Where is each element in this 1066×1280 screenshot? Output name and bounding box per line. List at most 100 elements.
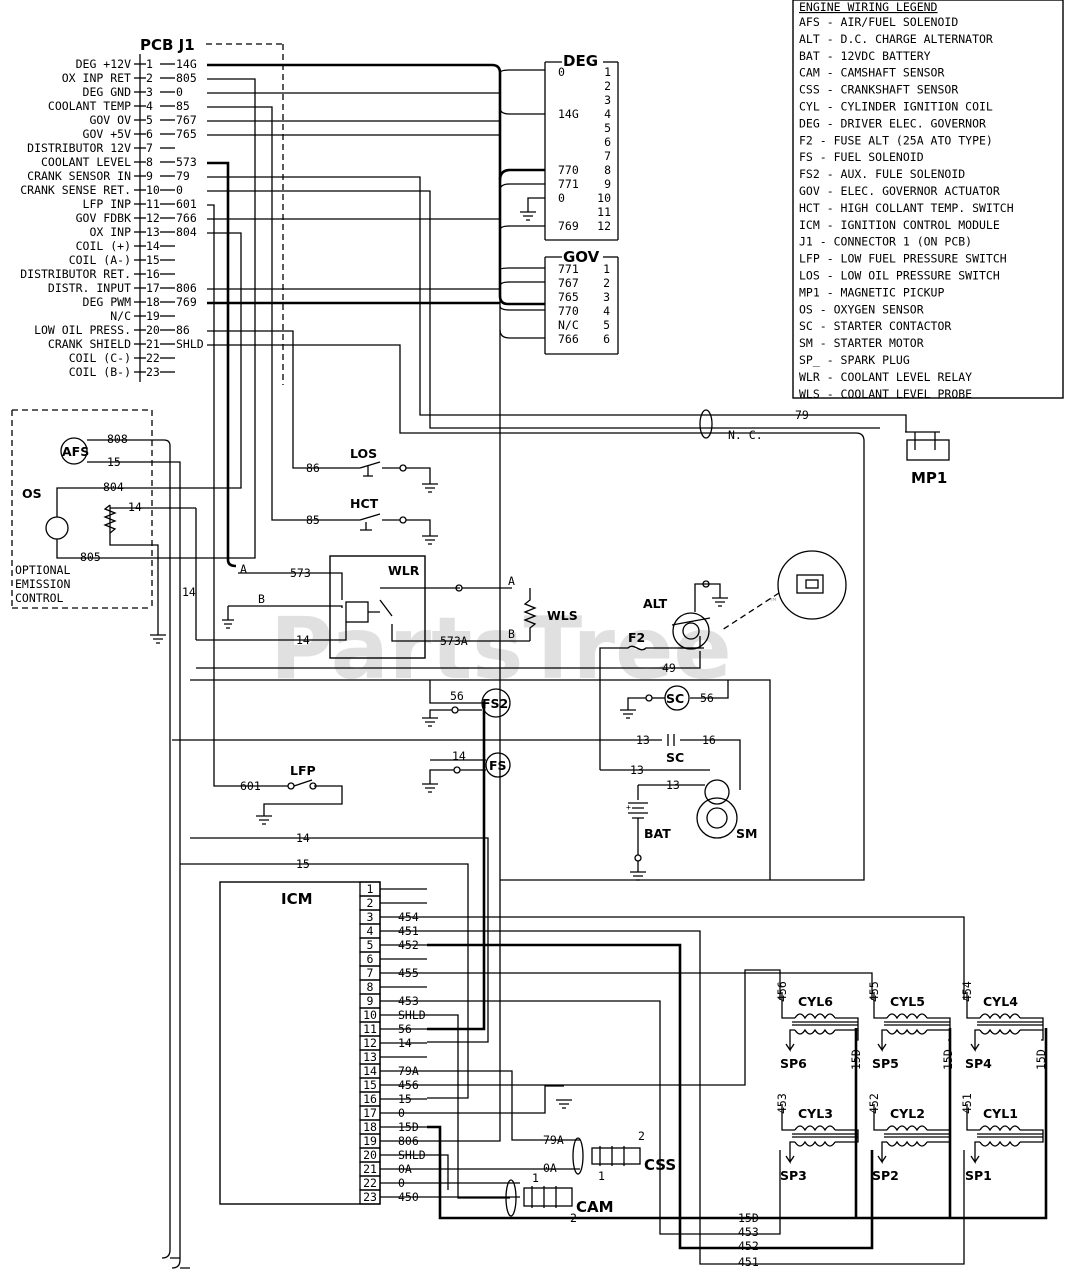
svg-text:+: + (626, 803, 631, 812)
pcb-pin-name: DISTRIBUTOR 12V (27, 141, 131, 155)
coil-input-wire: 456 (775, 981, 789, 1002)
feed-wires: 14 1 5 (180, 831, 489, 1099)
pcb-pin-name: OX INP (89, 225, 131, 239)
pcb-pin-wire: SHLD (176, 337, 204, 351)
pcb-pin-number: 19 (146, 309, 160, 323)
legend-item: LOS - LOW OIL PRESSURE SWITCH (799, 269, 1000, 283)
pcb-pin-number: 9 (146, 169, 153, 183)
legend-item: FS - FUEL SOLENOID (799, 150, 924, 164)
sc-label: SC (666, 691, 684, 706)
pcb-pin-name: COIL (+) (76, 239, 131, 253)
icm-pin-wire: 14 (398, 1036, 412, 1050)
wire-573-label: 573 (290, 566, 311, 580)
icm-pin-number: 12 (363, 1036, 377, 1050)
legend-item: ALT - D.C. CHARGE ALTERNATOR (799, 32, 993, 46)
css-pin2-label: 2 (638, 1129, 645, 1143)
icm-pin-wire: 456 (398, 1078, 419, 1092)
fs2-label: FS2 (482, 696, 508, 711)
deg-pin-number: 8 (604, 163, 611, 177)
gov-pin-number: 2 (603, 276, 610, 290)
wire-49-label: 49 (662, 661, 676, 675)
pcb-pin-name: COIL (B-) (69, 365, 131, 379)
coil-name: CYL2 (890, 1106, 925, 1121)
icm-pin-number: 17 (363, 1106, 377, 1120)
wire-13b-label: 13 (630, 763, 644, 777)
alternator: ALT F2 49 (196, 550, 847, 770)
deg-pin-number: 6 (604, 135, 611, 149)
coil-name: CYL5 (890, 994, 925, 1009)
pcb-pin-number: 10 (146, 183, 160, 197)
pcb-pin-wire: 85 (176, 99, 190, 113)
pcb-pin-number: 6 (146, 127, 153, 141)
wire-0a-label: 0A (543, 1161, 557, 1175)
deg-pin-wire: 14G (558, 107, 579, 121)
deg-pin-wire: 771 (558, 177, 579, 191)
cam-sensor-icon (523, 1187, 573, 1207)
deg-pin-number: 1 (604, 65, 611, 79)
coil-output-wire: 15D (1034, 1049, 1048, 1070)
coil-output-wire: 15D (849, 1049, 863, 1070)
icm-pin-number: 22 (363, 1176, 377, 1190)
icm-pin-wire: 452 (398, 938, 419, 952)
pcb-pin-number: 18 (146, 295, 160, 309)
os-label: OS (22, 486, 42, 501)
deg-pin-number: 12 (597, 219, 611, 233)
pcb-pin-name: LOW OIL PRESS. (34, 323, 131, 337)
deg-pin-wire: 770 (558, 163, 579, 177)
icm-pin-number: 5 (367, 938, 374, 952)
pcb-deg-bus (207, 63, 545, 339)
spark-plug-label: SP6 (780, 1056, 807, 1071)
icm-pin-wire: 15 (398, 1092, 412, 1106)
legend-item: OS - OXYGEN SENSOR (799, 302, 924, 316)
pcb-pin-name: COIL (C-) (69, 351, 131, 365)
pcb-pin-wire: 804 (176, 225, 197, 239)
wire-14-vertical-label: 14 (182, 585, 196, 599)
gov-title: GOV (563, 248, 600, 266)
legend-item: WLR - COOLANT LEVEL RELAY (799, 370, 972, 384)
wire-601-label: 601 (240, 779, 261, 793)
starter-contactor: 56 SC 13 16 SC 13 (172, 680, 741, 790)
wire-86-label: 86 (306, 461, 320, 475)
deg-title: DEG (563, 52, 598, 70)
pcb-pin-number: 20 (146, 323, 160, 337)
pcb-pin-wire: 573 (176, 155, 197, 169)
icm-pin-number: 10 (363, 1008, 377, 1022)
deg-pin-number: 11 (597, 205, 611, 219)
wire-14fs-label: 14 (452, 749, 466, 763)
icm-pin-number: 20 (363, 1148, 377, 1162)
wire-808-label: 808 (107, 432, 128, 446)
gov-pin-number: 4 (603, 304, 610, 318)
deg-pin-wire: 0 (558, 65, 565, 79)
wls-label: WLS (547, 608, 578, 623)
icm-pin-number: 7 (367, 966, 374, 980)
icm-pin-wire: 454 (398, 910, 419, 924)
wire-804-label: 804 (103, 480, 124, 494)
emission-line-3: CONTROL (15, 591, 64, 605)
pcb-pin-wire: 765 (176, 127, 197, 141)
wire-13a-label: 13 (636, 733, 650, 747)
icm-pin-number: 16 (363, 1092, 377, 1106)
watermark: PartsTree (270, 599, 732, 699)
pcb-pin-name: GOV +5V (83, 127, 132, 141)
pcb-pin-name: DEG GND (83, 85, 132, 99)
pcb-pin-number: 15 (146, 253, 160, 267)
icm-pin-wire: 806 (398, 1134, 419, 1148)
wire-14-long-label: 14 (296, 831, 310, 845)
pcb-pin-number: 13 (146, 225, 160, 239)
icm-pin-number: 1 (367, 882, 374, 896)
pcb-pin-name: DISTRIBUTOR RET. (20, 267, 131, 281)
legend-item: F2 - FUSE ALT (25A ATO TYPE) (799, 133, 993, 147)
bat-label: BAT (644, 826, 671, 841)
starter-solenoid-icon (704, 779, 730, 805)
gov-pin-number: 3 (603, 290, 610, 304)
pcb-pin-wire: 86 (176, 323, 190, 337)
legend-item: SP_ - SPARK PLUG (799, 353, 910, 367)
pcb-pin-name: DISTR. INPUT (48, 281, 131, 295)
icm-pin-number: 4 (367, 924, 374, 938)
cam-pin2-label: 2 (570, 1211, 577, 1225)
optional-emission-control: OPTIONAL EMISSION CONTROL AFS 808 15 OS … (11, 78, 256, 1269)
bus-15d-label: 15D (738, 1211, 759, 1225)
